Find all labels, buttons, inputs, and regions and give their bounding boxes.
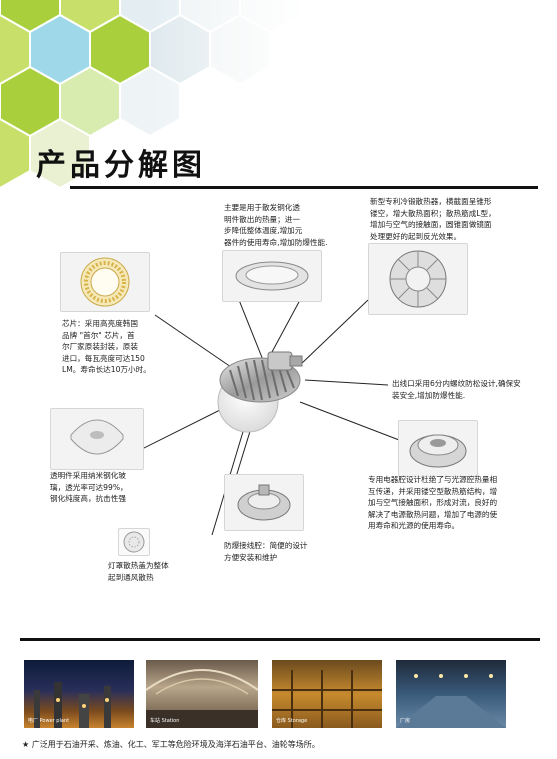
- wiring-chamber-thumb: [224, 474, 304, 531]
- application-label: 仓库 Storage: [276, 718, 308, 724]
- application-label: 电厂 Power plant: [28, 718, 70, 724]
- callout-chamber: 专用电器腔设计杜绝了与光源腔热量相 互传递，并采用镂空型散热筋结构，增 加与空气…: [368, 475, 498, 530]
- electrical-chamber-thumb: [398, 420, 478, 477]
- title-underline: [70, 186, 538, 189]
- hex-tile: [29, 117, 91, 190]
- application-photo-station: 车站 Station: [146, 660, 258, 728]
- application-photo-power-plant: 电厂 Power plant: [24, 660, 134, 728]
- callout-glass: 透明件采用纳米钢化玻 璃，透光率可达99%， 钢化纯度高，抗击性强: [50, 471, 128, 503]
- leader-line: [299, 299, 369, 366]
- heatsink-thumb: [368, 243, 468, 315]
- cover-thumb: [118, 528, 150, 556]
- led-chip-board-thumb: [60, 252, 150, 312]
- leader-line: [304, 379, 389, 386]
- lamp-assembly-image: [217, 351, 303, 433]
- section-divider: [20, 638, 540, 641]
- page-title: 产品分解图: [36, 148, 206, 183]
- glass-cover-thumb: [50, 408, 144, 470]
- application-photo-storage: 仓库 Storage: [272, 660, 382, 728]
- callout-cover: 灯罩散热盖为整体 起到通风散热: [108, 561, 169, 582]
- callout-chip: 芯片：采用高亮度韩国 品牌 "首尔" 芯片，首 尔厂家原装封装，原装 进口，每瓦…: [62, 319, 151, 374]
- hexagon-pattern-background: [0, 0, 310, 200]
- callout-heatsink: 新型专利冷锻散热器，横截面呈锥形 镂空，增大散热面积；散热筋成L型， 增加与空气…: [370, 197, 496, 241]
- callout-outlet: 出线口采用6分内螺纹防松设计,确保安 装安全,增加防爆性能.: [392, 379, 521, 400]
- footer-note: ★ 广泛用于石油开采、炼油、化工、军工等危险环境及海洋石油平台、油轮等场所。: [22, 740, 320, 749]
- callout-radiator: 主要是用于散发铜化透 明件散出的热量；进一 步降低整体温度,增加元 器件的使用寿…: [224, 203, 328, 247]
- radiator-ring-thumb: [222, 250, 322, 302]
- callout-wiring: 防爆接线腔：简便的设计 方便安装和维护: [224, 541, 308, 562]
- application-label: 厂房: [400, 718, 411, 724]
- application-photo-factory: 厂房: [396, 660, 506, 728]
- application-label: 车站 Station: [150, 718, 180, 724]
